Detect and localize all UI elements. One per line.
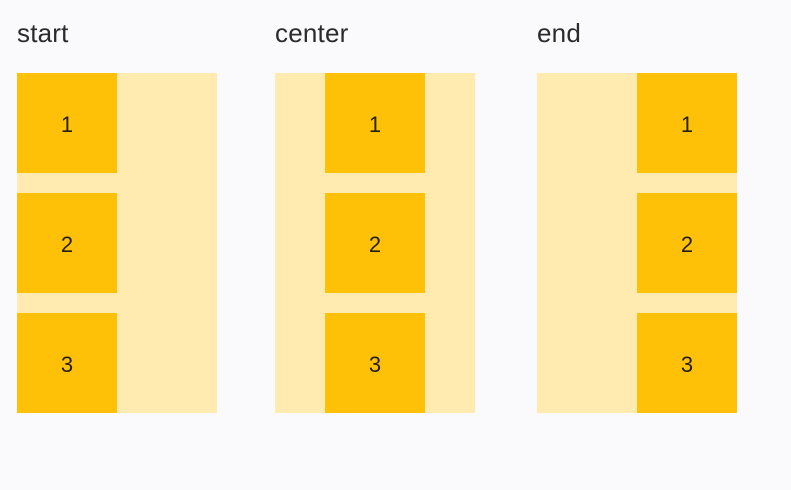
flex-item-label: 1 [60,112,74,137]
flex-item: 2 [637,193,737,293]
flex-item: 1 [637,73,737,173]
column-label-start: start [17,18,69,48]
flex-item: 3 [17,313,117,413]
flex-item-label: 2 [60,232,74,257]
flex-item-label: 3 [680,352,694,377]
flex-item: 2 [17,193,117,293]
flex-item-label: 1 [680,112,694,137]
flex-container-end: 1 2 3 [537,73,737,413]
flex-item-label: 2 [680,232,694,257]
column-label-center: center [275,18,349,48]
flex-item-label: 3 [60,352,74,377]
flex-item: 3 [325,313,425,413]
flex-item: 1 [325,73,425,173]
flex-item: 2 [325,193,425,293]
flex-item-label: 2 [368,232,382,257]
flex-container-start: 1 2 3 [17,73,217,413]
column-label-end: end [537,18,581,48]
flex-item-label: 3 [368,352,382,377]
flex-item: 3 [637,313,737,413]
flex-item: 1 [17,73,117,173]
flex-item-label: 1 [368,112,382,137]
flex-container-center: 1 2 3 [275,73,475,413]
